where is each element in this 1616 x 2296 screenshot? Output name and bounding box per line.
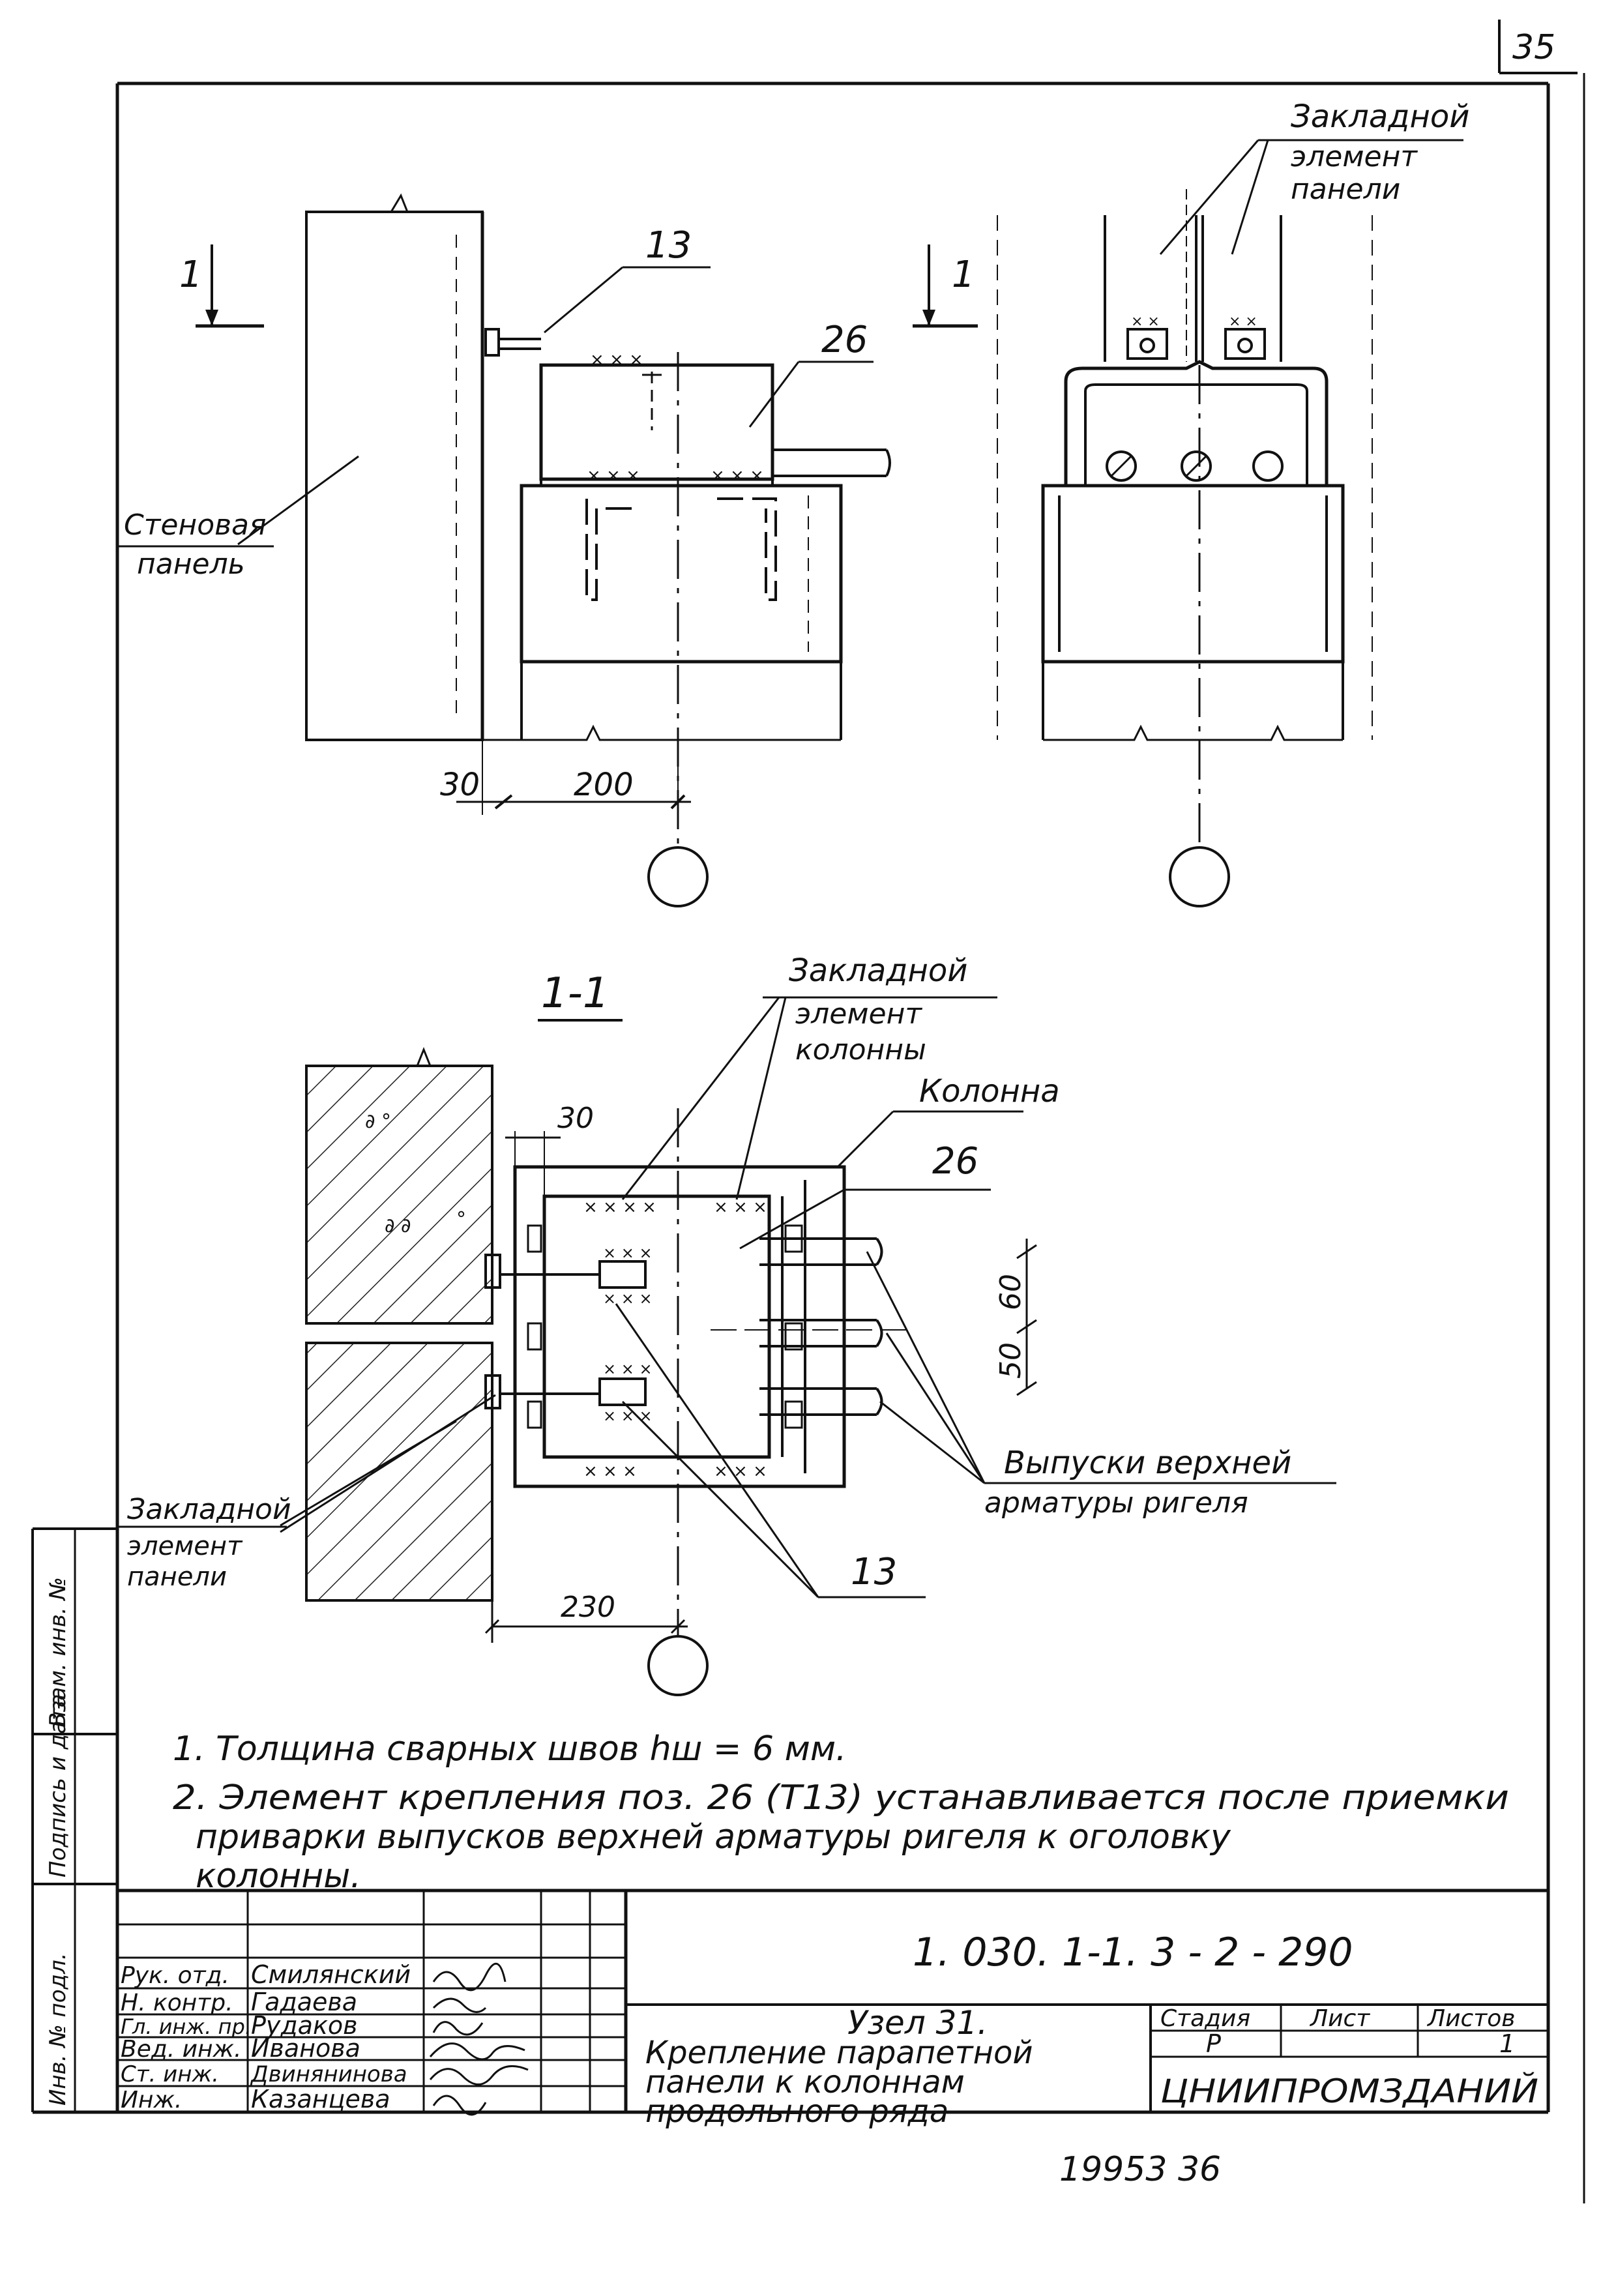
svg-text:× × ×: × × × (587, 466, 640, 486)
svg-text:× × ×: × × × (603, 1244, 653, 1262)
dim-50: 50 (994, 1342, 1027, 1379)
dim-30-front: 30 (440, 767, 480, 803)
svg-text:× ×: × × (1229, 314, 1257, 330)
svg-text:∂ ∂: ∂ ∂ (385, 1214, 411, 1237)
front-pos-26: 26 (821, 319, 868, 361)
name-0: Смилянский (251, 1960, 411, 1989)
drawing-title-3: панели к колоннам (645, 2064, 965, 2100)
axis-marker-section (647, 1635, 709, 1696)
name-5: Казанцева (251, 2085, 390, 2113)
general-notes: 1. Толщина сварных швов hш = 6 мм. 2. Эл… (173, 1729, 1509, 1896)
wall-panel-label-1: Стеновая (124, 508, 266, 542)
svg-text:× × ×: × × × (714, 1198, 767, 1217)
note-2-line-2: приварки выпусков верхней арматуры ригел… (196, 1818, 1231, 1857)
side-elevation-view: × × × × 1 Закладной элемент панели (913, 98, 1469, 907)
section-mark-left: 1 (179, 254, 203, 296)
note-1: 1. Толщина сварных швов hш = 6 мм. (173, 1729, 847, 1769)
drawing-title-4: продольного ряда (645, 2093, 948, 2130)
drawing-title-1: Узел 31. (847, 2004, 988, 2042)
svg-text:× × ×: × × × (714, 1462, 767, 1481)
svg-text:× × ×: × × × (583, 1462, 637, 1481)
column-label: Колонна (919, 1073, 1060, 1110)
bottom-number: 19953 36 (1059, 2150, 1221, 2189)
embedded-panel-label-2: элемент (127, 1531, 243, 1561)
signatures (429, 1962, 529, 2116)
sheet-frame (33, 20, 1585, 2203)
stamp-signature-date: Подпись и дата (45, 1694, 71, 1877)
stamp-inv-number: Инв. № подл. (45, 1952, 71, 2106)
embedded-column-label-1: Закладной (789, 952, 967, 989)
dim-30-section: 30 (557, 1102, 594, 1135)
section-title: 1-1 (541, 969, 610, 1018)
stamp-replaces-inv: Взам. инв. № (45, 1577, 71, 1728)
section-pos-13: 13 (851, 1551, 897, 1593)
organization-name: ЦНИИПРОМЗДАНИЙ (1160, 2072, 1538, 2110)
role-5: Инж. (121, 2087, 182, 2113)
rebar-label-1: Выпуски верхней (1004, 1445, 1291, 1481)
svg-text:°: ° (456, 1208, 466, 1231)
dim-200-front: 200 (574, 767, 634, 803)
svg-text:× × ×: × × × (603, 1407, 653, 1425)
side-embedded-label-3: панели (1291, 173, 1400, 206)
svg-text:× × ×: × × × (590, 350, 643, 370)
svg-text:× ×: × × (1131, 314, 1160, 330)
role-0: Рук. отд. (121, 1962, 229, 1989)
dim-230: 230 (561, 1591, 615, 1624)
side-stamp: Инв. № подл. Подпись и дата Взам. инв. № (31, 1527, 117, 2112)
sheets-header: Листов (1426, 2005, 1515, 2032)
sheets-value: 1 (1499, 2029, 1515, 2058)
name-2: Рудаков (251, 2011, 358, 2040)
stage-value: Р (1206, 2029, 1221, 2058)
front-pos-13: 13 (645, 224, 692, 267)
wall-panel-label-2: панель (137, 548, 245, 581)
embedded-panel-label-3: панели (127, 1562, 227, 1592)
rebar-label-2: арматуры ригеля (984, 1486, 1248, 1520)
note-2-line-1: 2. Элемент крепления поз. 26 (Т13) устан… (173, 1778, 1509, 1818)
rebar-outlets (759, 1237, 883, 1416)
dim-60: 60 (994, 1274, 1027, 1310)
role-4: Ст. инж. (121, 2061, 219, 2087)
section-pos-26: 26 (932, 1140, 978, 1183)
svg-text:× × × ×: × × × × (583, 1198, 656, 1217)
axis-marker-side (1169, 846, 1230, 907)
name-3: Иванова (251, 2034, 360, 2063)
front-elevation-view: × × × × × × × × × 1 13 26 Стеновая панел… (117, 193, 891, 907)
sheet-header: Лист (1309, 2005, 1370, 2032)
document-code: 1. 030. 1-1. 3 - 2 - 290 (913, 1930, 1353, 1975)
svg-text:× × ×: × × × (603, 1360, 653, 1378)
svg-text:∂ °: ∂ ° (365, 1110, 391, 1133)
svg-text:× × ×: × × × (603, 1289, 653, 1308)
embedded-column-label-3: колонны (795, 1033, 926, 1067)
side-embedded-label-2: элемент (1291, 140, 1418, 173)
role-1: Н. контр. (121, 1990, 233, 2016)
stage-header: Стадия (1160, 2005, 1250, 2032)
title-block: 1. 030. 1-1. 3 - 2 - 290 Рук. отд. Н. ко… (117, 1889, 1548, 2130)
drawing-title-2: Крепление парапетной (645, 2035, 1033, 2071)
svg-text:× × ×: × × × (711, 466, 764, 486)
embedded-column-label-2: элемент (795, 997, 922, 1031)
side-embedded-label-1: Закладной (1291, 98, 1469, 135)
embedded-panel-label-1: Закладной (127, 1493, 291, 1526)
sheet-number: 35 (1512, 28, 1555, 67)
name-1: Гадаева (251, 1988, 357, 2016)
section-mark-right: 1 (952, 254, 975, 296)
section-1-1-view: 1-1 ∂ ° ° ∂ ∂ × × × × × × × × × × × × (117, 952, 1336, 1696)
role-2: Гл. инж. пр. (121, 2014, 252, 2039)
axis-marker-front (647, 846, 709, 907)
role-3: Вед. инж. (121, 2036, 241, 2063)
name-4: Двинянинова (250, 2061, 407, 2087)
